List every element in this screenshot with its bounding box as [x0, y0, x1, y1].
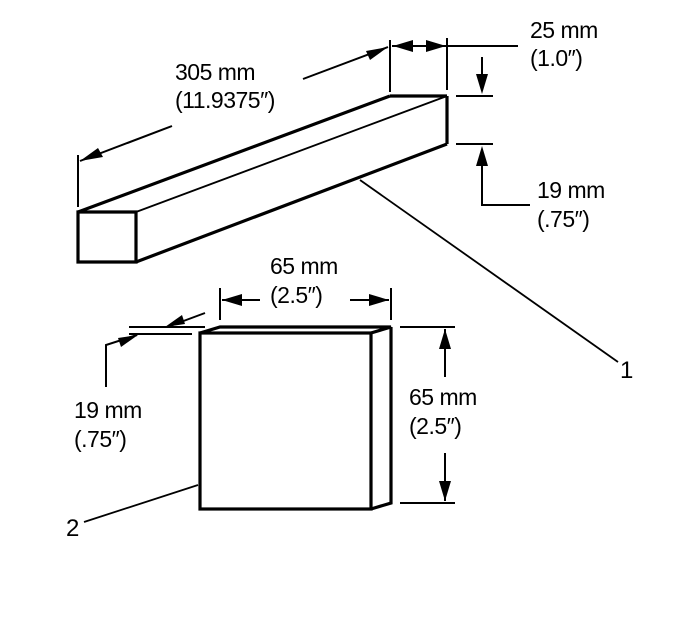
arrowhead-icon — [439, 329, 451, 349]
block-thickness-dimension: 19 mm (.75″) — [74, 312, 206, 452]
arrowhead-icon — [439, 481, 451, 501]
bar-height-dimension: 19 mm (.75″) — [456, 57, 605, 232]
arrowhead-icon — [222, 294, 242, 306]
block-height-metric: 65 mm — [409, 384, 477, 410]
bar-length-imperial: (11.9375″) — [175, 87, 275, 113]
callout-1: 1 — [359, 179, 633, 384]
callout-leader-line — [359, 179, 619, 363]
bar-height-imperial: (.75″) — [537, 206, 589, 232]
arrowhead-icon — [476, 146, 488, 166]
arrowhead-icon — [476, 74, 488, 94]
arrowhead-icon — [426, 40, 446, 52]
bar-width-metric: 25 mm — [530, 17, 598, 43]
arrowhead-icon — [393, 40, 413, 52]
block-front-face — [198, 331, 373, 511]
block-side-face — [370, 327, 393, 511]
callout-2: 2 — [66, 484, 199, 542]
bar-end-face — [76, 210, 138, 264]
block-width-metric: 65 mm — [270, 253, 338, 279]
block-width-dimension: 65 mm (2.5″) — [219, 253, 392, 320]
block-height-imperial: (2.5″) — [409, 413, 461, 439]
block-top-face — [199, 325, 392, 335]
block-width-imperial: (2.5″) — [270, 282, 322, 308]
bar-top-front-edge — [135, 95, 448, 213]
leader-line — [481, 160, 530, 206]
callout-leader-line — [83, 484, 199, 523]
block-height-dimension: 65 mm (2.5″) — [400, 326, 477, 504]
block-thickness-imperial: (.75″) — [74, 426, 126, 452]
bar-length-metric: 305 mm — [175, 59, 255, 85]
arrowhead-icon — [366, 47, 388, 60]
bar-height-metric: 19 mm — [537, 177, 605, 203]
bar-top-back-edge — [77, 94, 391, 214]
arrowhead-icon — [118, 335, 138, 347]
arrowhead-icon — [80, 148, 103, 161]
callout-number: 2 — [66, 515, 79, 542]
callout-number: 1 — [620, 357, 633, 384]
block-thickness-metric: 19 mm — [74, 397, 142, 423]
bar-length-dimension: 305 mm (11.9375″) — [77, 40, 391, 207]
arrowhead-icon — [369, 294, 389, 306]
part-1-bar — [76, 94, 449, 264]
bar-bottom-edge — [135, 142, 448, 264]
bar-width-dimension: 25 mm (1.0″) — [392, 17, 598, 90]
arrowhead-icon — [165, 315, 185, 327]
part-2-block — [198, 325, 393, 511]
bar-width-imperial: (1.0″) — [530, 45, 582, 71]
